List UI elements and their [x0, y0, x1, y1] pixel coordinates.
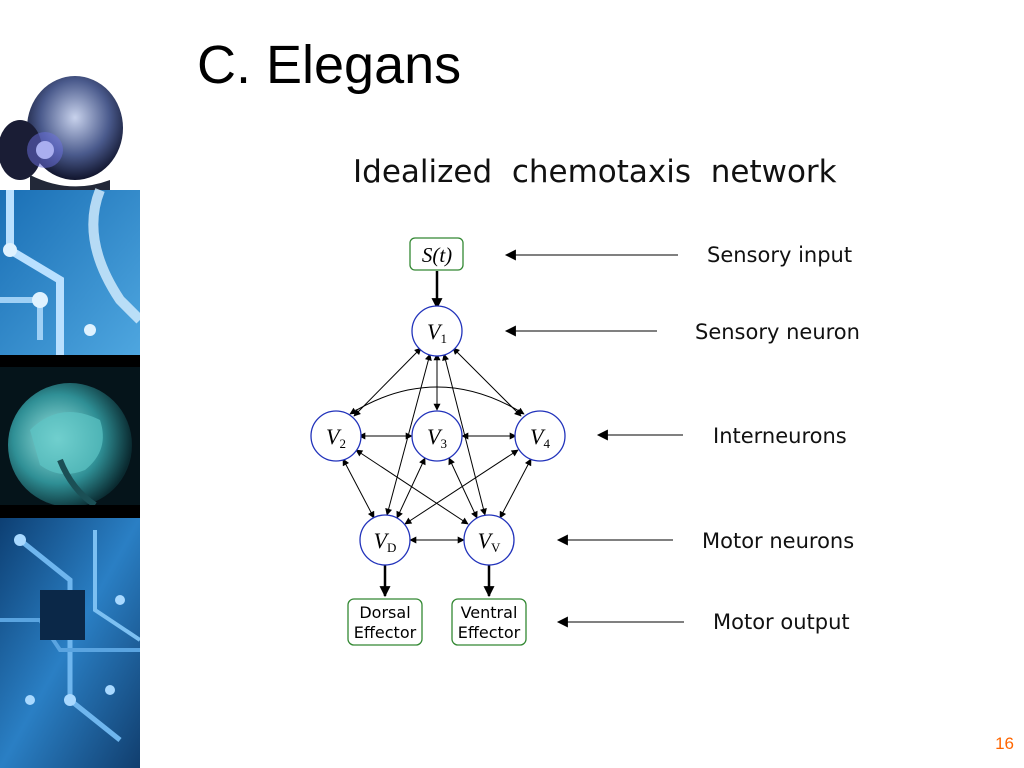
neuron-v2: V2 — [310, 410, 362, 462]
annotation-interneurons-label: Interneurons — [713, 424, 847, 448]
circuit-board-image — [0, 188, 140, 360]
neuron-v4-label: V — [530, 424, 546, 449]
neuron-vd: VD — [359, 514, 411, 566]
annotation-motor-neurons: Motor neurons — [556, 529, 854, 553]
svg-text:VD: VD — [374, 528, 397, 555]
svg-text:V1: V1 — [427, 319, 447, 346]
svg-text:V3: V3 — [427, 424, 447, 451]
edge-v1-v4 — [452, 347, 522, 417]
neuron-v3: V3 — [411, 410, 463, 462]
svg-text:VV: VV — [478, 528, 501, 555]
annotation-interneurons: Interneurons — [596, 424, 847, 448]
neuron-v3-subscript: 3 — [440, 436, 447, 451]
neuron-vv-label: V — [478, 528, 494, 553]
dorsal-effector-node: Dorsal Effector — [347, 598, 423, 646]
ventral-effector-line1: Ventral — [461, 603, 518, 622]
neuron-v3-label: V — [427, 424, 443, 449]
neuron-v2-subscript: 2 — [339, 436, 346, 451]
edge-v3-vd — [396, 457, 426, 519]
annotation-motor-output: Motor output — [556, 610, 850, 634]
sensory-input-node: S(t) — [409, 237, 464, 271]
edge-v2-vd — [342, 458, 375, 519]
network-edges — [342, 271, 532, 598]
annotation-sensory-neuron-label: Sensory neuron — [695, 320, 860, 344]
annotation-sensory-input-label: Sensory input — [707, 243, 852, 267]
circuit-chip-image — [0, 518, 140, 768]
svg-text:V2: V2 — [326, 424, 346, 451]
brain-mri-image — [0, 355, 140, 520]
page-number: 16 — [995, 734, 1014, 753]
ventral-effector-node: Ventral Effector — [451, 598, 527, 646]
edge-v2-v4-arc — [349, 386, 525, 415]
dorsal-effector-line1: Dorsal — [359, 603, 410, 622]
neuron-vd-label: V — [374, 528, 390, 553]
neuron-vv-subscript: V — [491, 540, 501, 555]
sidebar-decoration — [0, 0, 140, 768]
annotation-motor-output-label: Motor output — [713, 610, 850, 634]
annotation-sensory-neuron: Sensory neuron — [504, 320, 860, 344]
sensory-input-label: S(t) — [422, 243, 452, 267]
neuron-vd-subscript: D — [387, 540, 396, 555]
dorsal-effector-line2: Effector — [354, 623, 417, 642]
neuron-v1-subscript: 1 — [440, 331, 447, 346]
annotation-sensory-input: Sensory input — [504, 243, 852, 267]
neuron-v4-subscript: 4 — [543, 436, 550, 451]
annotation-motor-neurons-label: Motor neurons — [702, 529, 854, 553]
neuron-v4: V4 — [514, 410, 566, 462]
ventral-effector-line2: Effector — [458, 623, 521, 642]
neuron-v1-label: V — [427, 319, 443, 344]
neuron-vv: VV — [463, 514, 515, 566]
diagram-title: Idealized chemotaxis network — [353, 154, 837, 190]
edge-v4-vv — [499, 458, 532, 519]
neuron-v2-label: V — [326, 424, 342, 449]
slide-title: C. Elegans — [197, 35, 462, 95]
neuron-v1: V1 — [411, 305, 463, 357]
svg-text:V4: V4 — [530, 424, 550, 451]
edge-v4-vd — [404, 449, 519, 525]
